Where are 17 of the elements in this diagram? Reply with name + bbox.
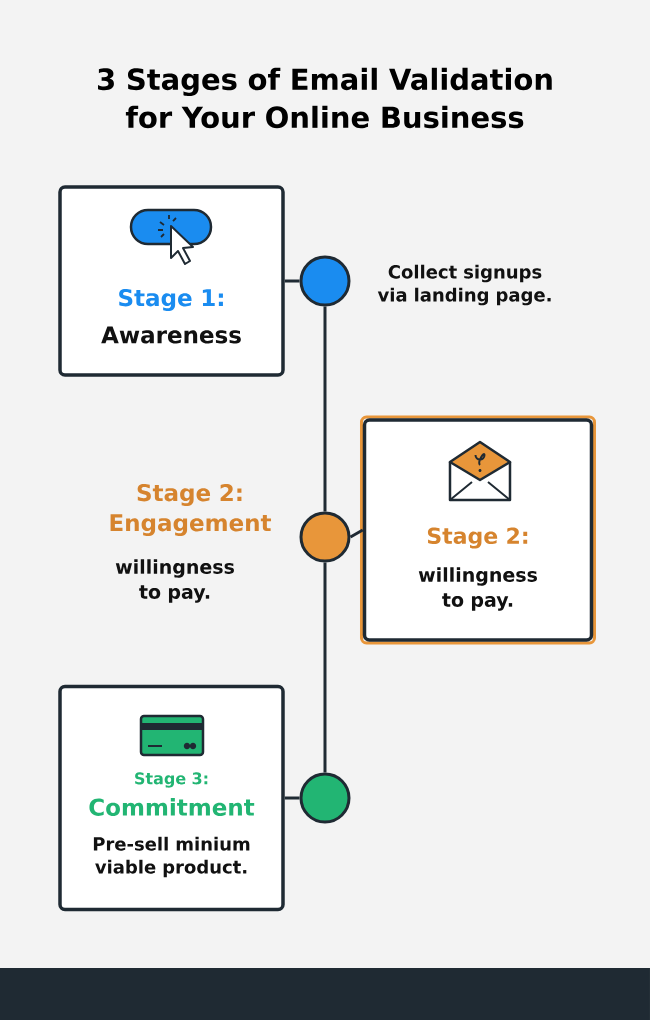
stage-heading: Stage 2:	[427, 527, 528, 549]
timeline-dot	[299, 772, 351, 824]
connector-line	[323, 562, 327, 773]
connector-line	[323, 306, 327, 512]
stage-description: Pre-sell minium viable product.	[93, 836, 250, 878]
stage-description: Awareness	[101, 326, 241, 344]
stage-heading: Stage 2: Engagement	[110, 484, 271, 537]
stage-heading: Stage 1:	[119, 289, 223, 312]
title: 3 Stages of Email Validation for Your Online Business	[98, 67, 552, 129]
connector-line	[284, 796, 300, 800]
connector-line	[349, 528, 364, 539]
stage-heading: Stage 3:	[135, 772, 208, 788]
stage-description: willingness to pay.	[418, 567, 537, 611]
stage-description: Collect signups via landing page.	[377, 264, 551, 306]
connector-line	[284, 279, 300, 283]
stage-heading: Commitment	[89, 798, 255, 816]
stage-description: willingness to pay.	[115, 559, 234, 603]
